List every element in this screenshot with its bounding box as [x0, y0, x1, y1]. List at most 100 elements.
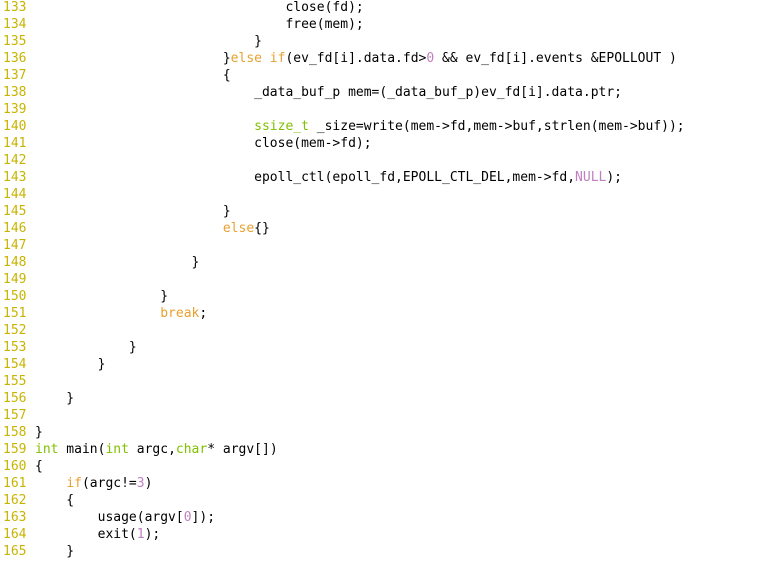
line-number: 165	[3, 544, 27, 559]
line-number: 152	[3, 323, 27, 338]
code-line[interactable]: 139	[0, 101, 757, 118]
code-token: exit(	[35, 527, 137, 542]
line-number: 138	[3, 85, 27, 100]
line-number: 136	[3, 51, 27, 66]
code-text: }	[35, 424, 43, 441]
code-token: }	[35, 204, 231, 219]
line-number-gutter	[0, 0, 32, 562]
line-number: 156	[3, 391, 27, 406]
code-line[interactable]: 137 {	[0, 67, 757, 84]
line-number: 150	[3, 289, 27, 304]
code-text: }	[35, 33, 262, 50]
line-number: 148	[3, 255, 27, 270]
code-line[interactable]: 142	[0, 152, 757, 169]
code-token: && ev_fd[i].events &EPOLLOUT )	[434, 51, 677, 66]
code-line[interactable]: 150 }	[0, 288, 757, 305]
code-token	[35, 221, 223, 236]
code-line[interactable]: 151 break;	[0, 305, 757, 322]
code-line[interactable]: 157	[0, 407, 757, 424]
code-token: _size=write(mem->fd,mem->buf,strlen(mem-…	[308, 119, 685, 134]
code-token: }	[35, 255, 200, 270]
code-line[interactable]: 144	[0, 186, 757, 203]
line-number: 146	[3, 221, 27, 236]
code-token: int	[105, 442, 129, 457]
code-token: else if	[230, 51, 286, 66]
code-token: _data_buf_p mem=(_data_buf_p)ev_fd[i].da…	[35, 85, 622, 100]
line-number: 141	[3, 136, 27, 151]
line-number: 134	[3, 17, 27, 32]
code-line[interactable]: 162 {	[0, 492, 757, 509]
code-token: else	[222, 221, 255, 236]
code-line[interactable]: 156 }	[0, 390, 757, 407]
code-line[interactable]: 161 if(argc!=3)	[0, 475, 757, 492]
line-number: 158	[3, 425, 27, 440]
line-number: 159	[3, 442, 27, 457]
code-token: {}	[254, 221, 270, 236]
code-line[interactable]: 152	[0, 322, 757, 339]
code-token: }	[35, 544, 75, 559]
code-line[interactable]: 138 _data_buf_p mem=(_data_buf_p)ev_fd[i…	[0, 84, 757, 101]
code-text: }	[35, 339, 137, 356]
code-line[interactable]: 154 }	[0, 356, 757, 373]
code-text: free(mem);	[35, 16, 364, 33]
code-token: NULL	[575, 170, 607, 185]
code-token: epoll_ctl(epoll_fd,EPOLL_CTL_DEL,mem->fd…	[35, 170, 576, 185]
code-line[interactable]: 155	[0, 373, 757, 390]
code-line[interactable]: 163 usage(argv[0]);	[0, 509, 757, 526]
code-text: }	[35, 356, 106, 373]
code-text: else{}	[35, 220, 270, 237]
line-number: 137	[3, 68, 27, 83]
code-token: main(	[58, 442, 106, 457]
code-text: epoll_ctl(epoll_fd,EPOLL_CTL_DEL,mem->fd…	[35, 169, 622, 186]
code-line[interactable]: 145 }	[0, 203, 757, 220]
code-text: }	[35, 203, 231, 220]
code-text: close(mem->fd);	[35, 135, 371, 152]
code-token	[35, 476, 66, 491]
code-token: }	[35, 51, 231, 66]
code-text: _data_buf_p mem=(_data_buf_p)ev_fd[i].da…	[35, 84, 622, 101]
line-number: 140	[3, 119, 27, 134]
code-line[interactable]: 149	[0, 271, 757, 288]
code-line[interactable]: 164 exit(1);	[0, 526, 757, 543]
code-token: argc,	[128, 442, 176, 457]
code-line[interactable]: 141 close(mem->fd);	[0, 135, 757, 152]
code-line[interactable]: 158}	[0, 424, 757, 441]
code-text: close(fd);	[35, 0, 364, 16]
code-line[interactable]: 134 free(mem);	[0, 16, 757, 33]
code-text: usage(argv[0]);	[35, 509, 215, 526]
code-token	[35, 119, 254, 134]
line-number: 155	[3, 374, 27, 389]
line-number: 162	[3, 493, 27, 508]
code-line[interactable]: 148 }	[0, 254, 757, 271]
code-token: free(mem);	[35, 17, 364, 32]
code-line[interactable]: 140 ssize_t _size=write(mem->fd,mem->buf…	[0, 118, 757, 135]
code-line[interactable]: 153 }	[0, 339, 757, 356]
line-number: 143	[3, 170, 27, 185]
line-number: 145	[3, 204, 27, 219]
code-token: (argc!=	[81, 476, 137, 491]
line-number: 163	[3, 510, 27, 525]
code-token: 3	[136, 476, 145, 491]
code-line[interactable]: 136 }else if(ev_fd[i].data.fd>0 && ev_fd…	[0, 50, 757, 67]
code-token: close(fd);	[35, 0, 364, 15]
code-line[interactable]: 135 }	[0, 33, 757, 50]
line-number: 144	[3, 187, 27, 202]
code-token: ssize_t	[254, 119, 309, 134]
code-line[interactable]: 133 close(fd);	[0, 0, 757, 16]
code-line[interactable]: 160{	[0, 458, 757, 475]
code-token: );	[606, 170, 623, 185]
code-token: )	[144, 476, 153, 491]
code-token: {	[35, 68, 231, 83]
code-text: if(argc!=3)	[35, 475, 152, 492]
code-line[interactable]: 143 epoll_ctl(epoll_fd,EPOLL_CTL_DEL,mem…	[0, 169, 757, 186]
line-number: 161	[3, 476, 27, 491]
line-number: 139	[3, 102, 27, 117]
code-line[interactable]: 147	[0, 237, 757, 254]
code-text: break;	[35, 305, 207, 322]
code-line[interactable]: 165 }	[0, 543, 757, 560]
line-number: 147	[3, 238, 27, 253]
code-line[interactable]: 146 else{}	[0, 220, 757, 237]
line-number: 164	[3, 527, 27, 542]
